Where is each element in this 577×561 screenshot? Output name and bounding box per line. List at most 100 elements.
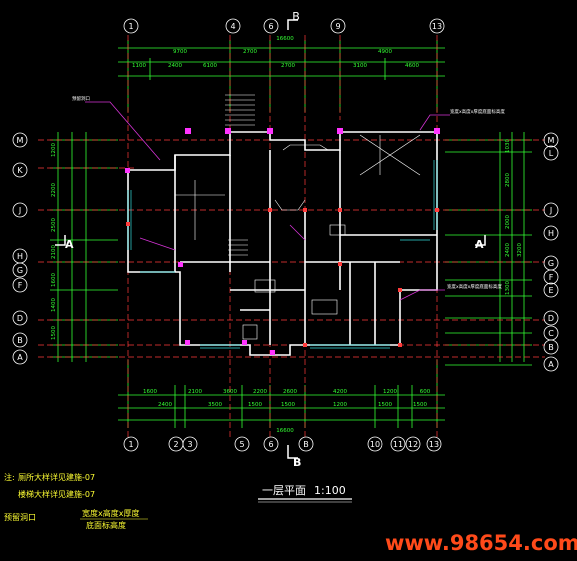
note-line2: 楼梯大样详见建施-07	[18, 489, 95, 499]
dim-bottom: 2600	[283, 389, 297, 395]
dimension-lines	[50, 40, 532, 428]
dim-bottom: 1200	[383, 389, 397, 395]
axis-label-right: H	[548, 229, 554, 238]
watermark: www.98654.com	[385, 531, 577, 555]
dim-bottom: 1500	[378, 402, 392, 408]
axis-label-left: K	[17, 166, 23, 175]
axis-label-bottom: B	[303, 440, 309, 449]
axis-label-top: 13	[432, 22, 442, 31]
dim-top: 2700	[243, 49, 257, 55]
axis-label-left: B	[17, 336, 23, 345]
callout-text: 宽度x高度x厚度底面标高度	[450, 108, 505, 115]
axis-labels-bottom: 1 2 3 5 6 B 10 11 12 13	[128, 440, 439, 449]
dim-bottom: 1500	[248, 402, 262, 408]
axis-labels-right: M L J H G F E D C B A	[548, 136, 555, 369]
axis-label-left: G	[17, 266, 23, 275]
axis-label-right: F	[549, 273, 554, 282]
dim-right: 1030	[505, 139, 511, 153]
dim-left: 1200	[51, 143, 57, 157]
dim-right: 2000	[505, 215, 511, 229]
callout-texts: 宽度x高度x厚度底面标高度 预留洞口 宽度x高度x厚度底面标高度	[72, 95, 505, 290]
dim-bottom: 4200	[333, 389, 347, 395]
axis-bubbles-left	[12, 132, 28, 365]
axis-label-bottom: 2	[173, 440, 178, 449]
dim-top: 1100	[132, 63, 146, 69]
axis-label-right: L	[549, 149, 554, 158]
dim-left: 1600	[51, 273, 57, 287]
dim-bottom: 3500	[208, 402, 222, 408]
dim-left: 1500	[51, 326, 57, 340]
walls	[127, 131, 438, 356]
section-label-left: A	[65, 238, 74, 251]
window-lines	[127, 160, 438, 349]
axis-label-left: H	[17, 252, 23, 261]
dim-left: 2200	[51, 183, 57, 197]
callout-text: 预留洞口	[72, 95, 90, 102]
dim-top: 3100	[353, 63, 367, 69]
note-opening-line1: 宽度x高度x厚度	[82, 508, 139, 518]
drawing-title-group: 一层平面 1:100	[258, 484, 352, 503]
dimension-texts-vertical: 1200 2200 2500 2100 1600 1400 1500 1030 …	[51, 139, 523, 340]
drawing-scale: 1:100	[314, 484, 346, 497]
dim-top: 4600	[405, 63, 419, 69]
dim-left: 1400	[51, 298, 57, 312]
axis-label-bottom: 13	[429, 440, 439, 449]
axis-labels-top: 1 4 6 B 9 13	[128, 10, 442, 31]
fixtures	[175, 94, 421, 340]
axis-label-left: M	[17, 136, 24, 145]
dim-total-bottom: 16600	[276, 428, 294, 434]
callout-leaders	[85, 101, 450, 301]
section-label-right: A	[475, 238, 484, 251]
axis-bubbles-right	[543, 132, 559, 372]
axis-label-top: 6	[268, 22, 273, 31]
axis-label-bottom: 12	[408, 440, 418, 449]
section-labels: B A A	[65, 238, 484, 469]
axis-labels-left: M K J H G F D B A	[17, 136, 24, 362]
dim-bottom: 2400	[158, 402, 172, 408]
red-column-markers	[126, 208, 439, 347]
dim-bottom: 1500	[413, 402, 427, 408]
axis-bubbles-top	[123, 18, 445, 34]
axis-label-bottom: 10	[370, 440, 380, 449]
axis-label-left: D	[17, 314, 23, 323]
axis-label-bottom: 3	[187, 440, 192, 449]
axis-label-bottom: 5	[239, 440, 244, 449]
dimension-texts: 16600 9700 2700 4900 1100 2400 6100 2700…	[132, 36, 431, 434]
dim-right: 3200	[517, 243, 523, 257]
dim-right: 1300	[505, 281, 511, 295]
axis-label-right: E	[548, 286, 553, 295]
section-label-bottom: B	[293, 456, 301, 469]
dim-total-top: 16600	[276, 36, 294, 42]
axis-label-right: B	[548, 343, 554, 352]
dim-right: 2800	[505, 173, 511, 187]
axis-bubbles-bottom	[123, 436, 442, 452]
note-opening-line2: 底面标高度	[86, 520, 126, 530]
section-cut-markers	[55, 19, 486, 459]
dim-bottom: 1600	[143, 389, 157, 395]
axis-label-left: A	[17, 353, 23, 362]
note-label: 注:	[4, 472, 15, 482]
axis-label-top: 1	[128, 22, 133, 31]
dim-right: 2400	[505, 243, 511, 257]
dim-bottom: 2100	[188, 389, 202, 395]
axis-label-top: 9	[335, 22, 340, 31]
axis-lines	[38, 35, 545, 440]
axis-label-right: G	[548, 259, 554, 268]
dim-bottom: 1200	[333, 402, 347, 408]
dim-left: 2500	[51, 218, 57, 232]
dim-left: 2100	[51, 245, 57, 259]
dim-top: 6100	[203, 63, 217, 69]
axis-label-right: A	[548, 360, 554, 369]
axis-label-right: M	[548, 136, 555, 145]
axis-label-left: J	[18, 206, 21, 215]
axis-label-right: J	[549, 206, 552, 215]
dim-top: 2700	[281, 63, 295, 69]
drawing-title: 一层平面	[262, 484, 306, 497]
axis-label-bottom: 1	[128, 440, 133, 449]
dim-top: 2400	[168, 63, 182, 69]
axis-label-bottom: 11	[393, 440, 403, 449]
axis-label-right: D	[548, 314, 554, 323]
dim-top: 4900	[378, 49, 392, 55]
dim-bottom: 3600	[223, 389, 237, 395]
